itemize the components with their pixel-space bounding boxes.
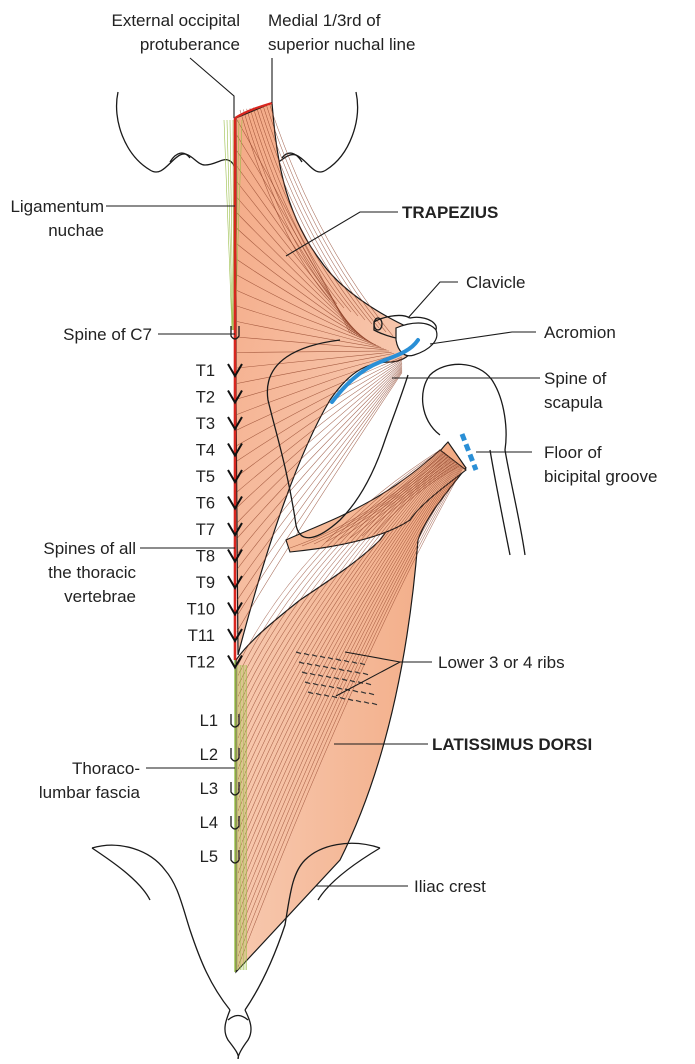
vertebra-label-l2: L2 — [200, 746, 218, 764]
vertebra-label-t9: T9 — [196, 574, 215, 592]
label-bicipital-groove-line2: bicipital groove — [544, 467, 657, 486]
vertebra-label-t3: T3 — [196, 415, 215, 433]
vertebra-label-t2: T2 — [196, 389, 215, 407]
label-spines-thoracic-line3: vertebrae — [64, 587, 136, 606]
vertebra-label-t7: T7 — [196, 521, 215, 539]
vertebra-label-t11: T11 — [188, 627, 215, 645]
vertebra-label-t1: T1 — [196, 362, 215, 380]
label-thoracolumbar-line2: lumbar fascia — [39, 783, 141, 802]
label-spine-of-c7: Spine of C7 — [63, 325, 152, 344]
vertebra-label-l3: L3 — [200, 780, 218, 798]
label-ligamentum-nuchae-line2: nuchae — [48, 221, 104, 240]
vertebra-label-t6: T6 — [196, 495, 215, 513]
sacrum-coccyx — [225, 1010, 251, 1059]
label-clavicle: Clavicle — [466, 273, 526, 292]
leader-external-occipital — [190, 58, 234, 118]
label-acromion: Acromion — [544, 323, 616, 342]
label-superior-nuchal-line1: Medial 1/3rd of — [268, 11, 381, 30]
leader-acromion — [430, 332, 536, 344]
label-ligamentum-nuchae-line1: Ligamentum — [10, 197, 104, 216]
label-external-occipital-line2: protuberance — [140, 35, 240, 54]
vertebra-label-t5: T5 — [196, 468, 215, 486]
ligamentum-nuchae-fiber — [233, 120, 234, 330]
label-superior-nuchal-line2: superior nuchal line — [268, 35, 415, 54]
label-trapezius: TRAPEZIUS — [402, 203, 498, 222]
vertebra-label-t10: T10 — [187, 601, 215, 619]
vertebra-label-l5: L5 — [200, 848, 218, 866]
label-spine-of-scapula-line1: Spine of — [544, 369, 607, 388]
label-spines-thoracic-line2: the thoracic — [48, 563, 136, 582]
label-external-occipital-line1: External occipital — [111, 11, 240, 30]
vertebra-label-l1: L1 — [200, 712, 218, 730]
label-latissimus-dorsi: LATISSIMUS DORSI — [432, 735, 592, 754]
label-spine-of-scapula-line2: scapula — [544, 393, 603, 412]
leader-clavicle — [408, 282, 458, 318]
label-thoracolumbar-line1: Thoraco- — [72, 759, 140, 778]
label-bicipital-groove-line1: Floor of — [544, 443, 602, 462]
label-lower-ribs: Lower 3 or 4 ribs — [438, 653, 565, 672]
vertebra-label-t12: T12 — [187, 654, 215, 672]
label-iliac-crest: Iliac crest — [414, 877, 486, 896]
vertebra-label-t4: T4 — [196, 442, 215, 460]
vertebra-label-l4: L4 — [200, 814, 218, 832]
label-spines-thoracic-line1: Spines of all — [43, 539, 136, 558]
vertebra-label-t8: T8 — [196, 548, 215, 566]
